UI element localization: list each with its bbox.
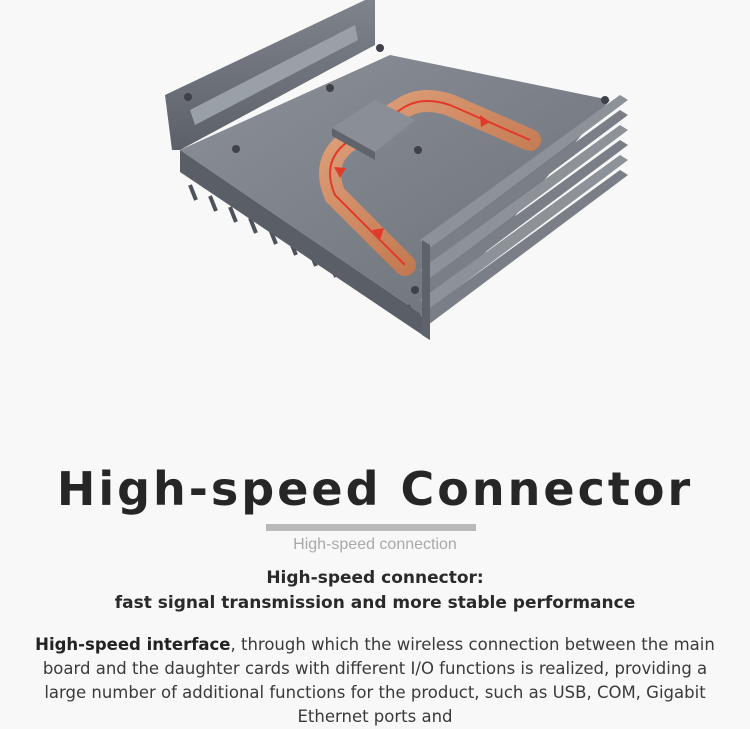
heat-block xyxy=(332,100,415,152)
feature-headline: High-speed connector: fast signal transm… xyxy=(0,566,750,616)
section-subtitle: High-speed connection xyxy=(293,536,457,553)
section-title: High-speed Connector xyxy=(56,462,694,516)
heat-sink-chassis-illustration xyxy=(165,0,628,340)
screws xyxy=(184,44,609,294)
description-text: , through which the wireless connection … xyxy=(42,635,715,726)
right-fin-stack xyxy=(420,95,628,340)
headline-line-2: fast signal transmission and more stable… xyxy=(114,593,636,613)
title-divider xyxy=(266,524,476,531)
headline-line-1: High-speed connector: xyxy=(266,568,484,588)
feature-description: High-speed interface, through which the … xyxy=(24,633,726,729)
description-bold-lead: High-speed interface xyxy=(35,635,231,654)
product-image xyxy=(150,0,640,350)
